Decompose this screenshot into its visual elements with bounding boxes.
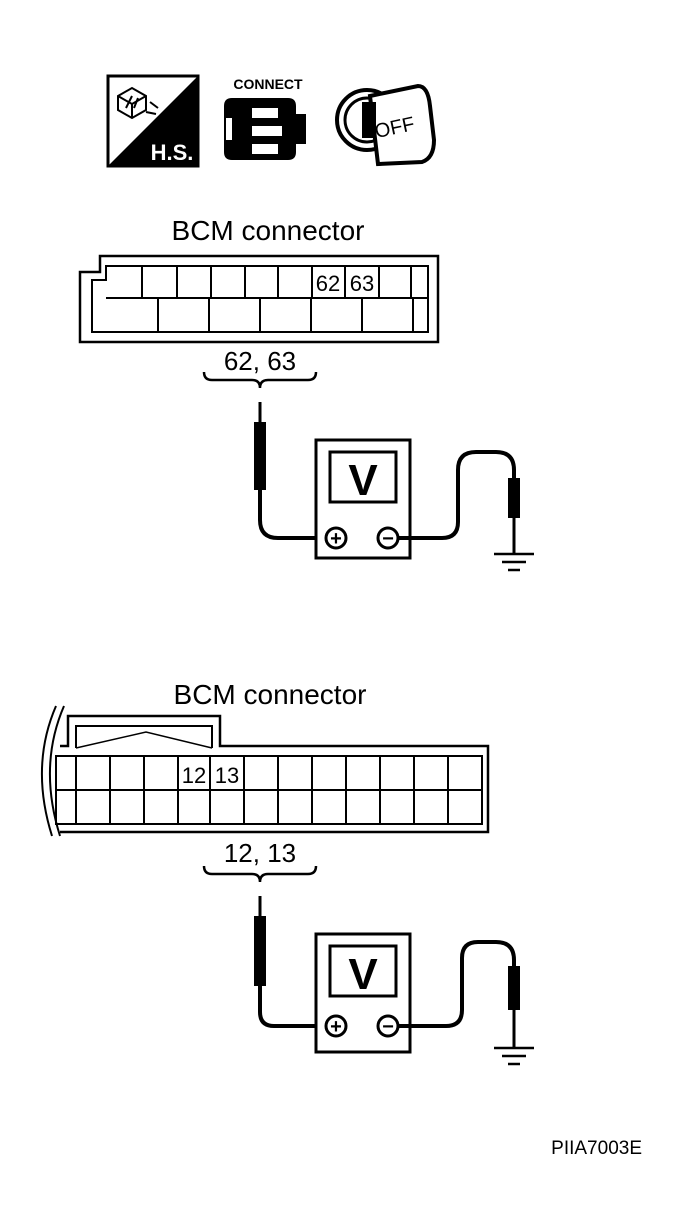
connector-1-housing xyxy=(78,254,440,344)
voltmeter-1-plus-sign: + xyxy=(330,528,342,550)
connector-connect-icon: CONNECT xyxy=(224,76,306,160)
negative-probe-1 xyxy=(398,450,520,554)
connector-2-housing xyxy=(60,714,490,834)
voltmeter-1: V + − xyxy=(314,438,412,560)
ground-icon-2 xyxy=(494,1046,534,1066)
connector-1-title: BCM connector xyxy=(172,215,365,246)
connector-2-brace xyxy=(202,865,318,883)
connector-2-title: BCM connector xyxy=(174,679,367,710)
positive-probe-2 xyxy=(254,896,320,1028)
ignition-key-off-icon: OFF xyxy=(335,83,437,167)
voltmeter-2: V + − xyxy=(314,932,412,1054)
connector-1-face xyxy=(91,265,429,333)
positive-probe-1 xyxy=(254,402,320,540)
connector-1-pin-a: 62 xyxy=(316,271,340,296)
ground-icon-1 xyxy=(494,552,534,572)
connector-1-terminals-label: 62, 63 xyxy=(224,346,296,376)
hs-icon-label: H.S. xyxy=(151,140,194,165)
voltmeter-1-minus-sign: − xyxy=(382,528,394,550)
voltmeter-2-minus-sign: − xyxy=(382,1016,394,1038)
voltmeter-1-label: V xyxy=(348,456,378,505)
connector-2-terminals-label: 12, 13 xyxy=(224,838,296,868)
harness-service-icon: H.S. xyxy=(106,74,200,168)
negative-probe-2 xyxy=(398,940,520,1048)
diagram-1-bcm-connector: BCM connector 62 63 62, 63 xyxy=(78,215,534,572)
voltmeter-2-plus-sign: + xyxy=(330,1016,342,1038)
voltmeter-2-plus-terminal-icon xyxy=(324,1014,348,1038)
diagram-2-bcm-connector: BCM connector 12 13 12, 13 xyxy=(41,679,534,1066)
connect-icon-label: CONNECT xyxy=(233,76,303,92)
voltmeter-2-label: V xyxy=(348,950,378,999)
voltmeter-1-plus-terminal-icon xyxy=(324,526,348,550)
connector-1-brace xyxy=(202,371,318,389)
connector-1-pin-b: 63 xyxy=(350,271,374,296)
figure-code: PIIA7003E xyxy=(551,1138,642,1159)
connector-2-pin-a: 12 xyxy=(182,763,206,788)
connector-2-break-line xyxy=(41,705,57,837)
connector-2-pin-b: 13 xyxy=(215,763,239,788)
